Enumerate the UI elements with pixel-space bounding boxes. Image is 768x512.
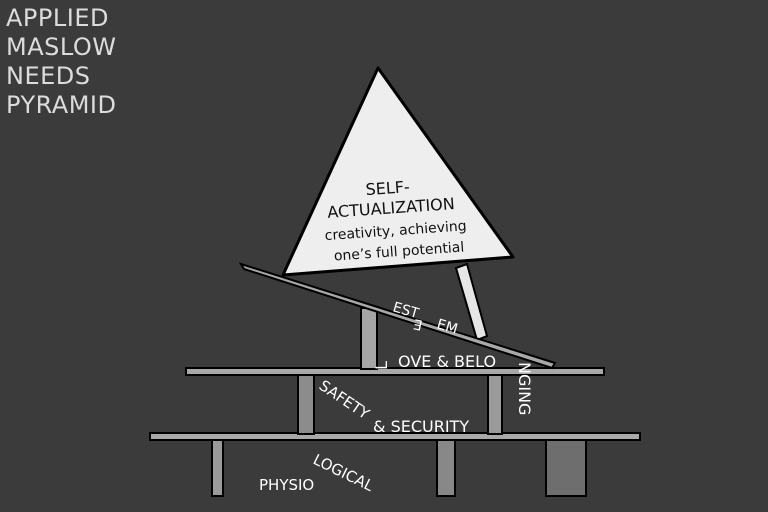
self-actualization-heading-1: SELF- [365, 177, 410, 199]
love-label-a: L [372, 361, 391, 370]
esteem-plank [238, 262, 557, 370]
physiological-label: PHYSIO LOGICAL [259, 450, 377, 495]
title-line-1: APPLIED [6, 4, 109, 32]
safety-label-b: & SECURITY [373, 417, 469, 436]
esteem-label-a: EST [391, 299, 421, 322]
love-belonging-label: L OVE & BELO NGING [372, 352, 534, 415]
safety-label-a: SAFETY [316, 376, 374, 423]
physiological-plank [149, 432, 641, 441]
esteem-label-b: E [412, 315, 424, 332]
esteem-label: EST E EM [391, 299, 460, 337]
triangle-post [454, 262, 489, 342]
self-actualization-text: SELF- ACTUALIZATION creativity, achievin… [324, 177, 467, 264]
safety-leg-right [487, 373, 503, 435]
love-label-c: NGING [515, 362, 534, 415]
love-label-b: OVE & BELO [398, 352, 496, 371]
physio-label-a: PHYSIO [259, 476, 314, 494]
title-line-2: MASLOW [6, 33, 117, 61]
safety-love-plank [185, 367, 605, 376]
self-actualization-triangle [281, 66, 515, 277]
title-line-4: PYRAMID [6, 91, 117, 119]
physio-label-b: LOGICAL [310, 450, 377, 495]
esteem-label-c: EM [435, 316, 460, 337]
physio-leg-left [211, 438, 224, 497]
love-leg [360, 307, 378, 370]
safety-leg-left [297, 373, 315, 435]
physio-leg-middle [436, 438, 456, 497]
page-title: APPLIED MASLOW NEEDS PYRAMID [6, 4, 117, 120]
safety-security-label: SAFETY & SECURITY [316, 376, 470, 436]
title-line-3: NEEDS [6, 62, 91, 90]
physio-leg-right [545, 438, 587, 497]
